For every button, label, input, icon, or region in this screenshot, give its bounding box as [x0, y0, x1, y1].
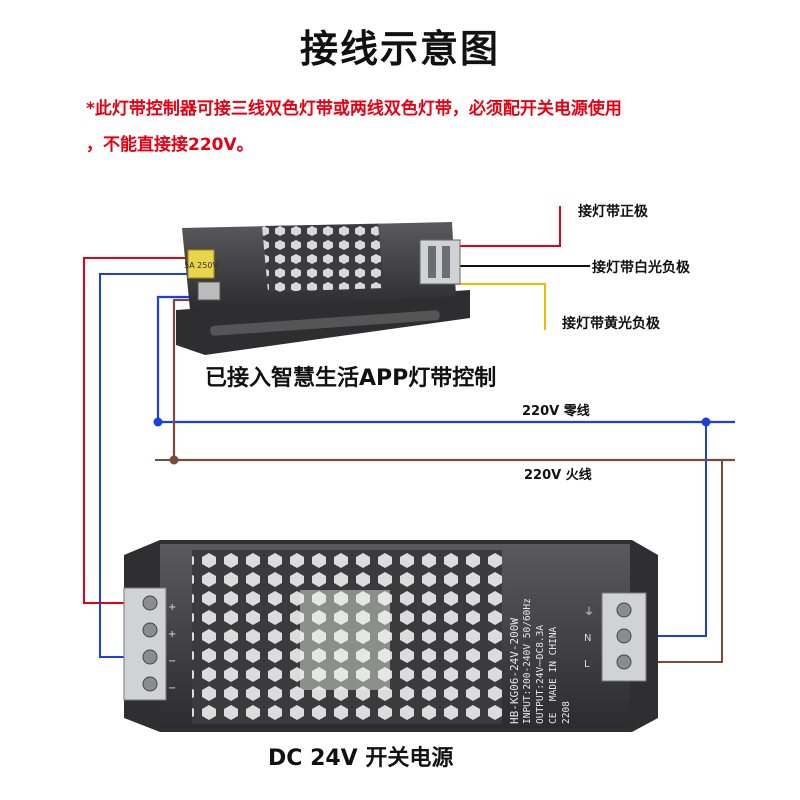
- terminal-mark-minus-1: −: [168, 656, 177, 667]
- psu-input: INPUT:200-240V 50/60Hz: [522, 598, 533, 724]
- strip-positive-wire: [452, 206, 561, 247]
- page-title: 接线示意图: [299, 27, 500, 71]
- red-wire-positive: [83, 257, 188, 604]
- psu-ce-mark: CE: [548, 712, 559, 724]
- terminal-mark-minus-2: −: [168, 683, 177, 694]
- psu-right-terminal-marks: ⏚ N L: [584, 600, 594, 678]
- neutral-wire: [156, 295, 735, 424]
- blue-wire-negative: [99, 273, 190, 658]
- warning-note-line1: *此灯带控制器可接三线双色灯带或两线双色灯带，必须配开关电源使用: [86, 99, 622, 119]
- strip-yellow-wire: [454, 283, 546, 330]
- controller-unit: 5A 250V: [176, 222, 470, 355]
- psu-left-terminal-marks: + + − −: [168, 594, 176, 702]
- psu-date: 2208: [561, 701, 572, 724]
- neutral-junction-left: [153, 417, 163, 427]
- terminal-mark-ground: ⏚: [584, 607, 594, 618]
- psu-made-in: MADE IN CHINA: [548, 626, 559, 702]
- terminal-mark-n: N: [584, 633, 592, 644]
- psu-model: HB-KG06-24V-200W: [508, 618, 521, 724]
- psu-unit: [123, 540, 658, 732]
- label-live: 220V 火线: [524, 468, 592, 483]
- psu-caption: DC 24V 开关电源: [268, 746, 454, 771]
- warning-note-line2: ，不能直接接220V。: [86, 135, 254, 155]
- controller-caption: 已接入智慧生活APP灯带控制: [205, 366, 497, 391]
- psu-output: OUTPUT:24V⎓DC8.3A: [535, 624, 546, 724]
- terminal-mark-l: L: [584, 659, 590, 670]
- label-strip-yellow-negative: 接灯带黄光负极: [562, 316, 660, 332]
- terminal-mark-plus-2: +: [168, 629, 177, 640]
- label-strip-white-negative: 接灯带白光负极: [592, 260, 690, 276]
- terminal-mark-plus-1: +: [168, 602, 177, 613]
- label-strip-positive: 接灯带正极: [578, 204, 648, 220]
- label-neutral: 220V 零线: [522, 404, 590, 419]
- psu-spec-panel: HB-KG06-24V-200W INPUT:200-240V 50/60Hz …: [508, 552, 576, 724]
- fuse-label: 5A 250V: [184, 261, 218, 270]
